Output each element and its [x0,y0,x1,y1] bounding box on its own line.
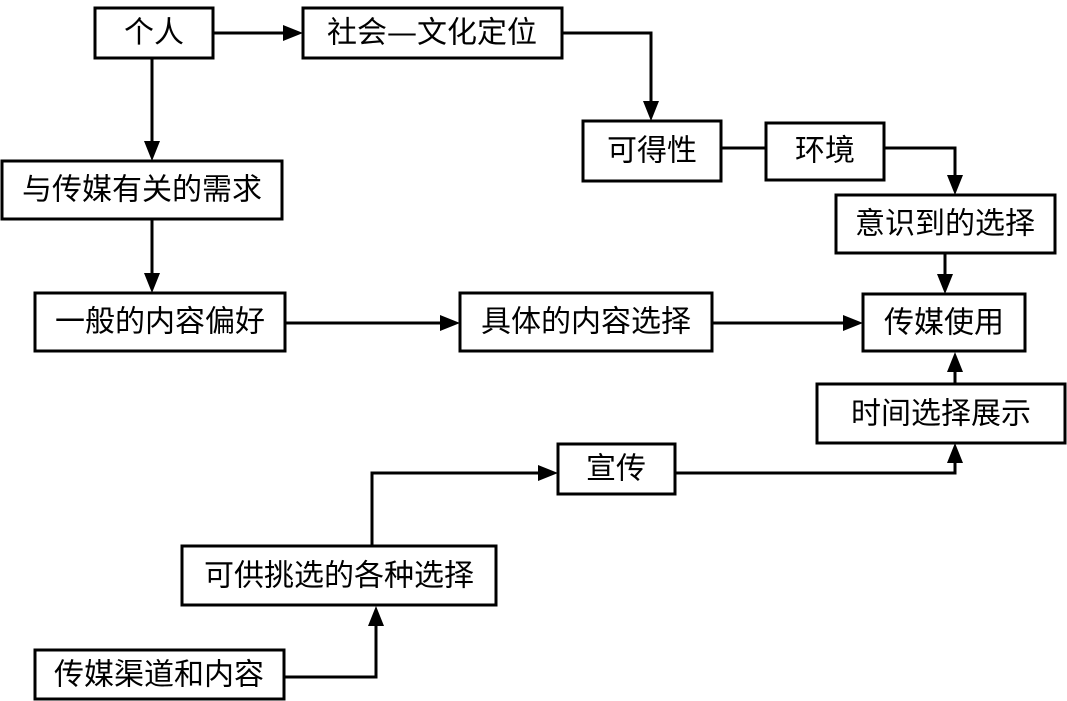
node-sociocultural-position: 社会—文化定位 [301,6,564,60]
node-box [556,442,677,496]
edge-channels-to-available-choices [284,619,378,679]
node-label: 可得性 [607,134,697,169]
node-aware-choices: 意识到的选择 [834,193,1057,255]
arrowhead [643,101,659,121]
node-box [861,292,1027,353]
arrowhead [283,25,303,41]
node-box [301,6,564,60]
node-general-content-preference: 一般的内容偏好 [33,291,287,353]
node-label: 宣传 [586,452,646,487]
arrowhead [947,352,963,372]
node-time-choice-display: 时间选择展示 [815,382,1067,445]
node-label: 一般的内容偏好 [55,305,265,340]
arrowhead [947,175,963,195]
arrowhead [144,273,160,293]
arrowhead [937,274,953,294]
node-box [834,193,1057,255]
node-publicity: 宣传 [556,442,677,496]
node-box [93,6,215,60]
node-box [815,382,1067,445]
node-box [581,119,723,183]
node-box [33,291,287,353]
node-availability: 可得性 [581,119,723,183]
node-label: 传媒使用 [884,306,1004,341]
node-label: 具体的内容选择 [481,305,691,340]
edge-publicity-to-time-display [675,458,957,475]
node-box [458,291,714,353]
node-box [764,121,886,182]
node-available-choices: 可供挑选的各种选择 [180,544,498,607]
arrowhead [440,315,460,331]
node-label: 个人 [124,16,184,51]
node-label: 传媒渠道和内容 [54,658,264,693]
node-box [180,544,498,607]
node-box [0,159,284,221]
node-specific-content-choice: 具体的内容选择 [458,291,714,353]
node-individual: 个人 [93,6,215,60]
node-media-channels-content: 传媒渠道和内容 [33,648,286,701]
node-box [33,648,286,701]
connectors [144,25,963,679]
arrowhead [144,141,160,161]
arrowhead [538,465,558,481]
edge-sociocultural-to-availability [562,31,653,108]
arrowhead [843,315,863,331]
node-label: 意识到的选择 [855,207,1035,242]
edge-available-choices-to-publicity [370,471,545,546]
node-label: 环境 [795,134,855,169]
node-label: 与传媒有关的需求 [22,173,262,208]
node-label: 社会—文化定位 [327,16,537,51]
node-environment: 环境 [764,121,886,182]
node-label: 时间选择展示 [851,397,1031,432]
node-media-use: 传媒使用 [861,292,1027,353]
arrowhead [947,443,963,463]
node-media-related-needs: 与传媒有关的需求 [0,159,284,221]
node-label: 可供挑选的各种选择 [204,559,474,594]
arrowhead [368,606,384,626]
edge-environment-to-aware-choices [884,146,957,182]
